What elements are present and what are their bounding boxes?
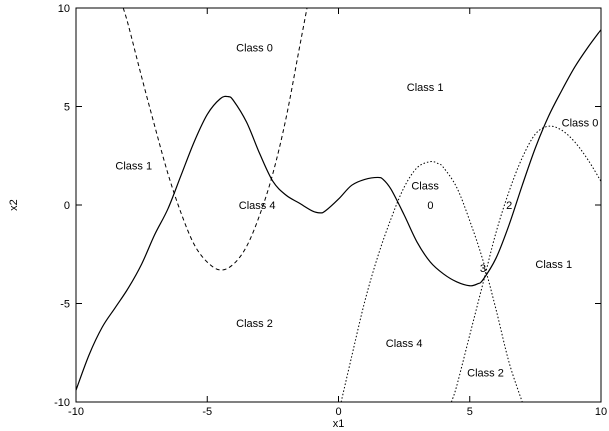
series-group (76, 8, 601, 402)
region-label: Class 4 (386, 338, 423, 350)
series-line-dotted-2 (340, 161, 523, 402)
x-tick-label: -10 (68, 406, 84, 418)
region-label: 2 (506, 200, 512, 212)
x-tick-label: 0 (335, 406, 341, 418)
region-label: Class 2 (236, 318, 273, 330)
region-label: Class 0 (236, 42, 273, 54)
y-tick-label: 5 (64, 102, 70, 114)
region-label: Class (411, 180, 439, 192)
series-line-dashed-1 (122, 8, 308, 271)
x-axis-label: x1 (333, 418, 345, 430)
region-label: 0 (427, 200, 433, 212)
x-tick-label: -5 (202, 406, 212, 418)
y-tick-label: -10 (54, 397, 70, 409)
y-axis-label: x2 (8, 199, 20, 211)
region-label: 3 (480, 263, 486, 275)
region-label: Class 1 (535, 259, 572, 271)
region-label: Class 1 (407, 82, 444, 94)
x-tick-label: 10 (595, 406, 607, 418)
y-tick-label: 10 (58, 3, 70, 15)
plot-border (75, 7, 602, 403)
series-line-dotted-3 (450, 125, 601, 402)
y-tick-label: -5 (60, 299, 70, 311)
x-tick-label: 5 (467, 406, 473, 418)
region-label: Class 0 (562, 117, 599, 129)
y-tick-label: 0 (64, 200, 70, 212)
axis-ticks: -10 -5 0 5 10 -10 -5 0 5 10 (54, 3, 607, 418)
region-label: Class 1 (115, 161, 152, 173)
region-label: Class 4 (239, 200, 276, 212)
region-label: Class 2 (467, 367, 504, 379)
plot-frame (75, 7, 602, 403)
series-line-solid-0 (76, 29, 601, 391)
